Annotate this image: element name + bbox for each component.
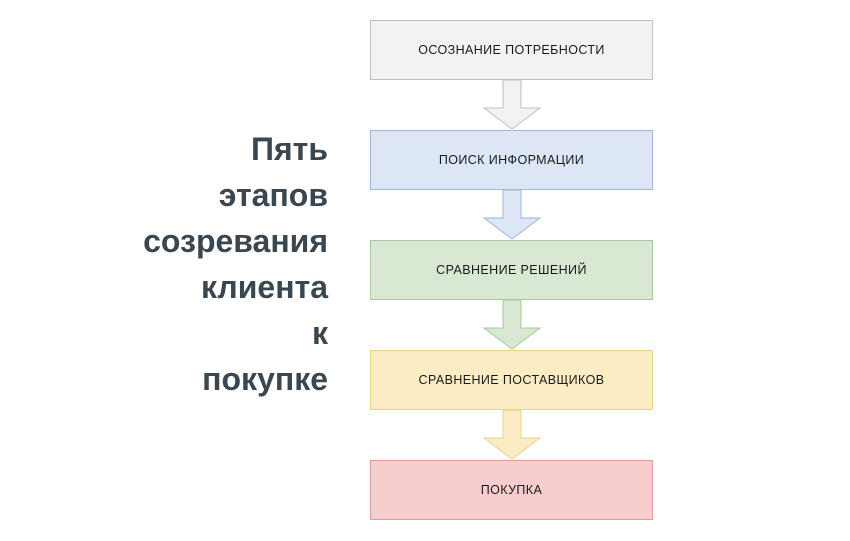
flow-step-2-label: ПОИСК ИНФОРМАЦИИ (438, 153, 585, 167)
flow-step-1[interactable]: ОСОЗНАНИЕ ПОТРЕБНОСТИ (370, 20, 653, 80)
arrow-1-to-2 (481, 80, 543, 130)
flow-step-3-label: СРАВНЕНИЕ РЕШЕНИЙ (436, 263, 587, 277)
flow-step-5-label: ПОКУПКА (480, 483, 543, 497)
flow-step-1-label: ОСОЗНАНИЕ ПОТРЕБНОСТИ (418, 43, 605, 57)
flow-step-5[interactable]: ПОКУПКА (370, 460, 653, 520)
flow-step-4[interactable]: СРАВНЕНИЕ ПОСТАВЩИКОВ (370, 350, 653, 410)
flow-step-2[interactable]: ПОИСК ИНФОРМАЦИИ (370, 130, 653, 190)
arrow-2-to-3 (481, 190, 543, 240)
flow-step-3[interactable]: СРАВНЕНИЕ РЕШЕНИЙ (370, 240, 653, 300)
down-arrow-icon (482, 410, 542, 460)
arrow-3-to-4 (481, 300, 543, 350)
page-title: Пять этапов созревания клиента к покупке (143, 131, 328, 397)
flow-step-4-label: СРАВНЕНИЕ ПОСТАВЩИКОВ (418, 373, 605, 387)
down-arrow-icon (482, 190, 542, 240)
down-arrow-icon (482, 300, 542, 350)
down-arrow-icon (482, 80, 542, 130)
arrow-4-to-5 (481, 410, 543, 460)
